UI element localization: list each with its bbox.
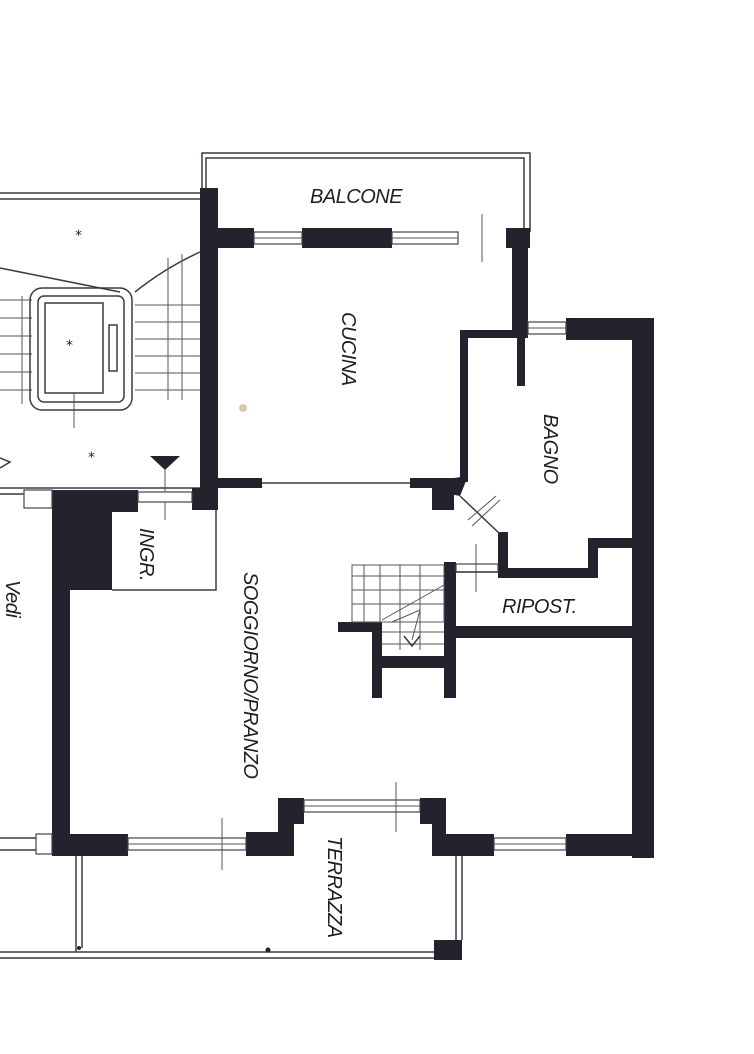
window-ripostiglio	[455, 563, 499, 573]
balcony: BALCONE	[201, 152, 531, 232]
stairwell: * * *	[0, 192, 201, 520]
windows	[0, 214, 567, 870]
internal-stair	[351, 564, 445, 650]
smudge-mark	[239, 404, 247, 412]
room-label-ingresso: INGR.	[135, 528, 157, 581]
stair-arrow-icon	[403, 635, 421, 648]
side-note-text: Vedi	[1, 580, 23, 618]
window-entry	[137, 491, 193, 503]
terrace	[0, 856, 463, 959]
interior-lines	[112, 482, 501, 591]
walls	[52, 188, 654, 960]
room-label-balcone: BALCONE	[310, 186, 403, 208]
stair-treads-left	[0, 296, 32, 404]
room-label-terrazza: TERRAZZA	[323, 836, 345, 938]
landing-marker-bottom: *	[88, 450, 95, 466]
entrance-marker-icon	[150, 456, 180, 470]
room-label-bagno: BAGNO	[539, 414, 561, 484]
landing-marker-top: *	[75, 228, 82, 244]
elevator-shaft	[29, 287, 133, 428]
room-label-soggiorno: SOGGIORNO/PRANZO	[239, 572, 261, 778]
elevator-marker: *	[66, 338, 73, 354]
room-label-ripostiglio: RIPOST.	[502, 596, 577, 618]
stair-treads-right	[135, 254, 200, 400]
room-label-cucina: CUCINA	[337, 312, 359, 386]
